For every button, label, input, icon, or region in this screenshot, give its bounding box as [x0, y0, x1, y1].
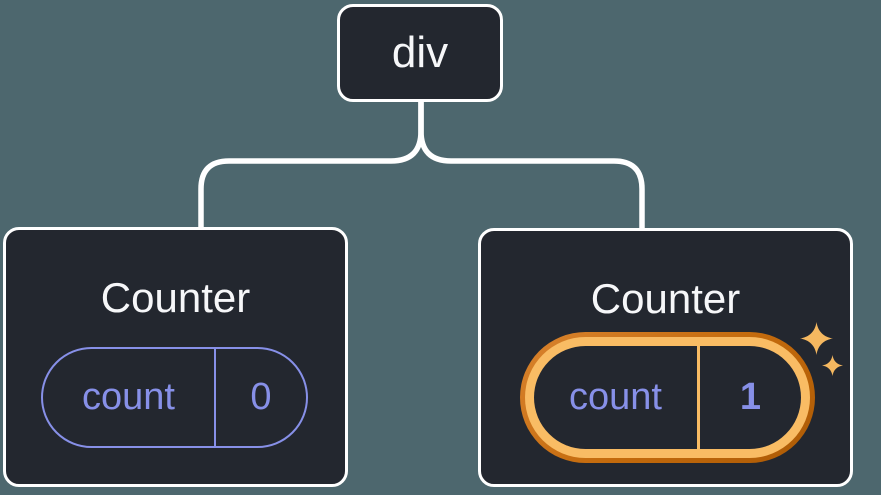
- state-value: 0: [250, 376, 272, 418]
- counter-title: Counter: [590, 275, 741, 322]
- state-pill-highlighted: count 1: [534, 346, 801, 449]
- highlight-ring-inner: count 1: [525, 337, 810, 458]
- connector-branch-right: [418, 101, 645, 232]
- counter-node-left: Counter count 0: [3, 227, 348, 487]
- highlight-ring-outer: count 1: [520, 332, 815, 463]
- root-node-label: div: [391, 28, 449, 77]
- counter-title: Counter: [100, 274, 251, 321]
- state-key-label: count: [534, 346, 700, 449]
- root-node-div: div: [337, 4, 503, 102]
- sparkle-icon: [800, 322, 833, 355]
- state-value: 1: [739, 376, 762, 418]
- state-pill: count 0: [41, 347, 308, 448]
- connector-branch-left: [198, 101, 424, 232]
- state-key-label: count: [43, 349, 216, 446]
- sparkle-icon: [822, 355, 843, 376]
- counter-node-right: Counter count 1: [478, 228, 853, 487]
